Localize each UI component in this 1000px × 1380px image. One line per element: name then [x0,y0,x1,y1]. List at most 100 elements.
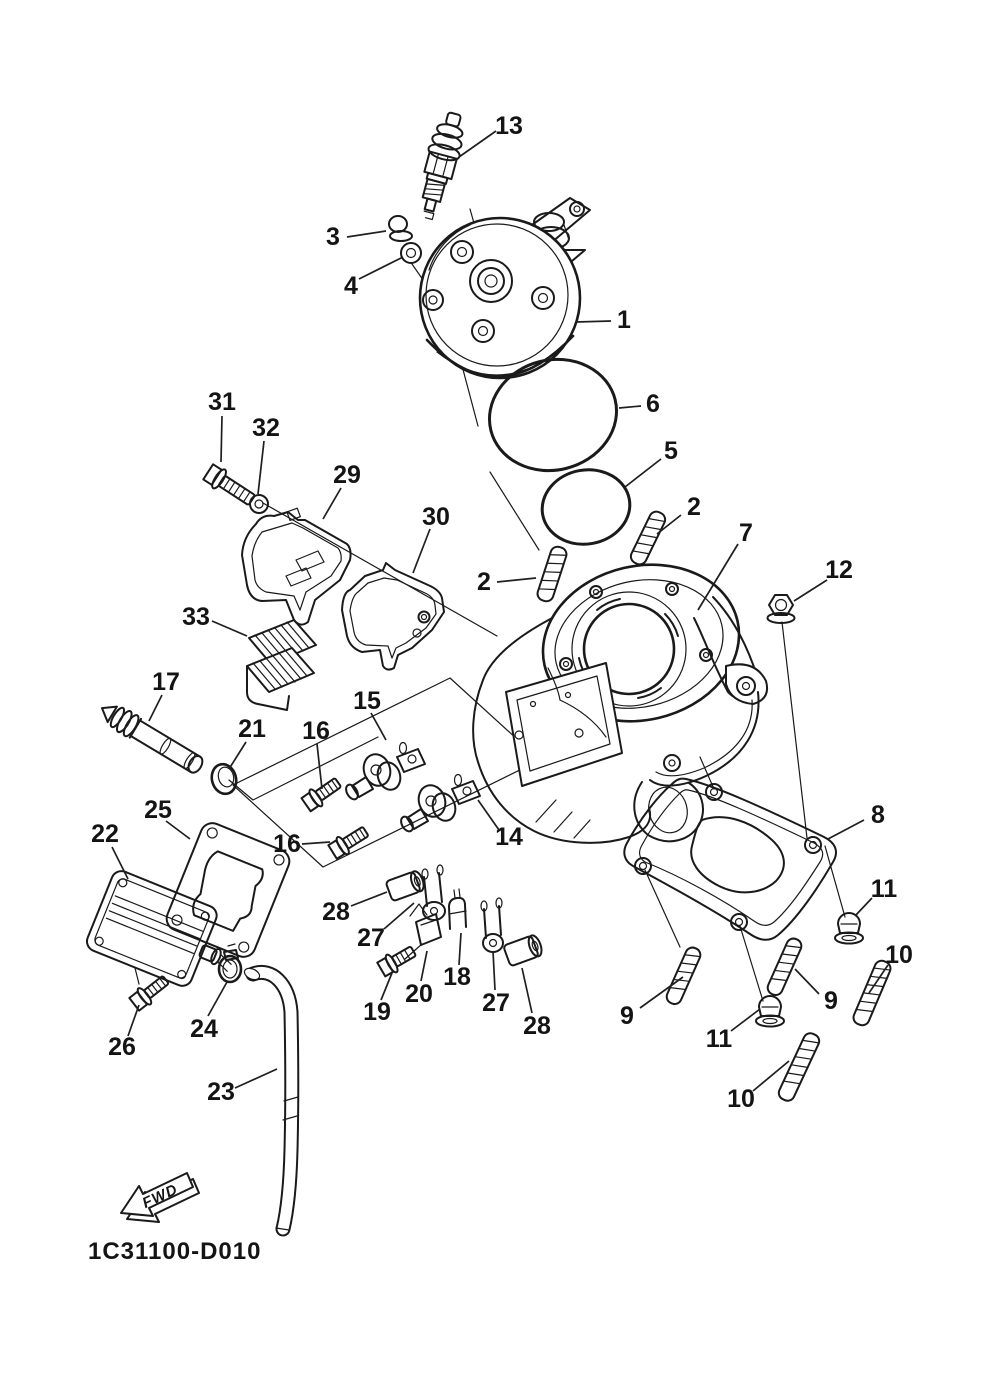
part-washer-4 [400,242,422,264]
part-bolt-31 [202,463,256,506]
part-stud-9-right [766,937,803,997]
part-cap-nut-11-bottom [755,995,785,1028]
callout-leader-4 [358,256,404,280]
callout-label-16: 16 [302,717,330,745]
part-governor-15 [345,741,426,801]
callout-leader-22 [111,846,129,880]
callout-leader-1 [575,320,612,323]
callout-leader-11 [730,1008,761,1032]
callout-label-6: 6 [646,390,660,418]
callout-leader-21 [228,741,247,770]
callout-label-20: 20 [405,980,433,1008]
part-bolt-19 [376,945,417,978]
callout-label-18: 18 [443,963,471,991]
part-bolt-16-lower [327,826,369,860]
part-base-gasket-8 [623,777,837,941]
part-bolt-16-top [300,777,342,813]
callout-label-2: 2 [477,568,491,596]
callout-leader-19 [380,972,393,1001]
part-cap-bolt-3 [388,215,413,242]
callout-leader-27 [383,902,415,930]
callout-label-21: 21 [238,715,266,743]
callout-label-9: 9 [620,1002,634,1030]
part-hose-23 [243,965,300,1237]
part-fork-27-right [480,897,504,953]
callout-leader-10 [752,1060,790,1092]
callout-label-4: 4 [344,272,358,300]
part-spark-plug [421,111,464,221]
callout-leader-7 [697,543,739,611]
callout-label-13: 13 [495,112,523,140]
callout-label-1: 1 [617,306,631,334]
callout-leader-11 [854,897,873,917]
callout-label-27: 27 [357,924,385,952]
part-gasket-25 [165,822,291,958]
callout-leader-17 [148,694,163,722]
part-clip-20 [409,903,442,946]
part-valve-14 [400,773,481,833]
callout-leader-29 [322,487,342,520]
callout-label-10: 10 [885,941,913,969]
callout-label-8: 8 [871,801,885,829]
callout-leader-6 [618,405,642,409]
part-cylinder-head [418,197,591,380]
part-gasket-30 [341,562,445,671]
part-clamp-24 [217,943,243,984]
callout-label-23: 23 [207,1078,235,1106]
callout-label-7: 7 [739,519,753,547]
callout-label-11: 11 [871,875,898,903]
callout-label-29: 29 [333,461,361,489]
callout-label-3: 3 [326,223,340,251]
callout-leader-27 [492,950,496,991]
callout-leader-15 [370,712,387,741]
callout-label-5: 5 [664,437,678,465]
part-oring-large [487,357,619,473]
callout-label-22: 22 [91,820,119,848]
callout-leader-28 [521,967,533,1014]
callout-leader-33 [211,620,248,637]
callout-label-10: 10 [727,1085,755,1113]
part-bushing-28-left [385,870,425,902]
callout-leader-9 [794,968,820,995]
part-holder-18 [448,888,467,930]
callout-leader-3 [346,230,387,238]
callout-leader-18 [458,932,462,966]
callout-leader-14 [477,799,500,831]
drawing-code: 1C31100-D010 [88,1238,261,1265]
callout-leader-2 [656,514,682,535]
callout-leader-5 [624,458,662,488]
part-cover-22 [85,870,232,987]
callout-label-15: 15 [353,687,381,715]
part-stud-10-right [852,959,892,1027]
callout-label-14: 14 [495,823,523,851]
callout-label-2: 2 [687,493,701,521]
callout-label-11: 11 [706,1025,733,1053]
callout-leader-24 [207,981,228,1017]
part-nut-12 [766,594,796,624]
callout-label-30: 30 [422,503,450,531]
callout-leader-2 [496,577,537,583]
callout-leader-8 [827,819,865,840]
part-stud-2-left [536,545,568,603]
callout-label-27: 27 [482,989,510,1017]
callout-leader-25 [165,820,191,840]
callout-label-19: 19 [363,998,391,1026]
part-gasket-29 [241,507,352,626]
part-fork-27-left [421,864,446,921]
callout-label-31: 31 [208,388,236,416]
part-bolt-26 [128,975,170,1012]
callout-leader-26 [127,1004,140,1037]
callout-label-33: 33 [182,603,210,631]
callout-leader-16 [316,743,323,790]
fwd-arrow: FWD [120,1172,200,1223]
part-bushing-28-right [503,934,543,967]
callout-leader-20 [420,950,428,982]
callout-label-25: 25 [144,796,172,824]
part-seal-21 [210,762,238,796]
part-washer-32 [249,494,269,514]
callout-label-12: 12 [825,556,853,584]
callout-label-26: 26 [108,1033,136,1061]
